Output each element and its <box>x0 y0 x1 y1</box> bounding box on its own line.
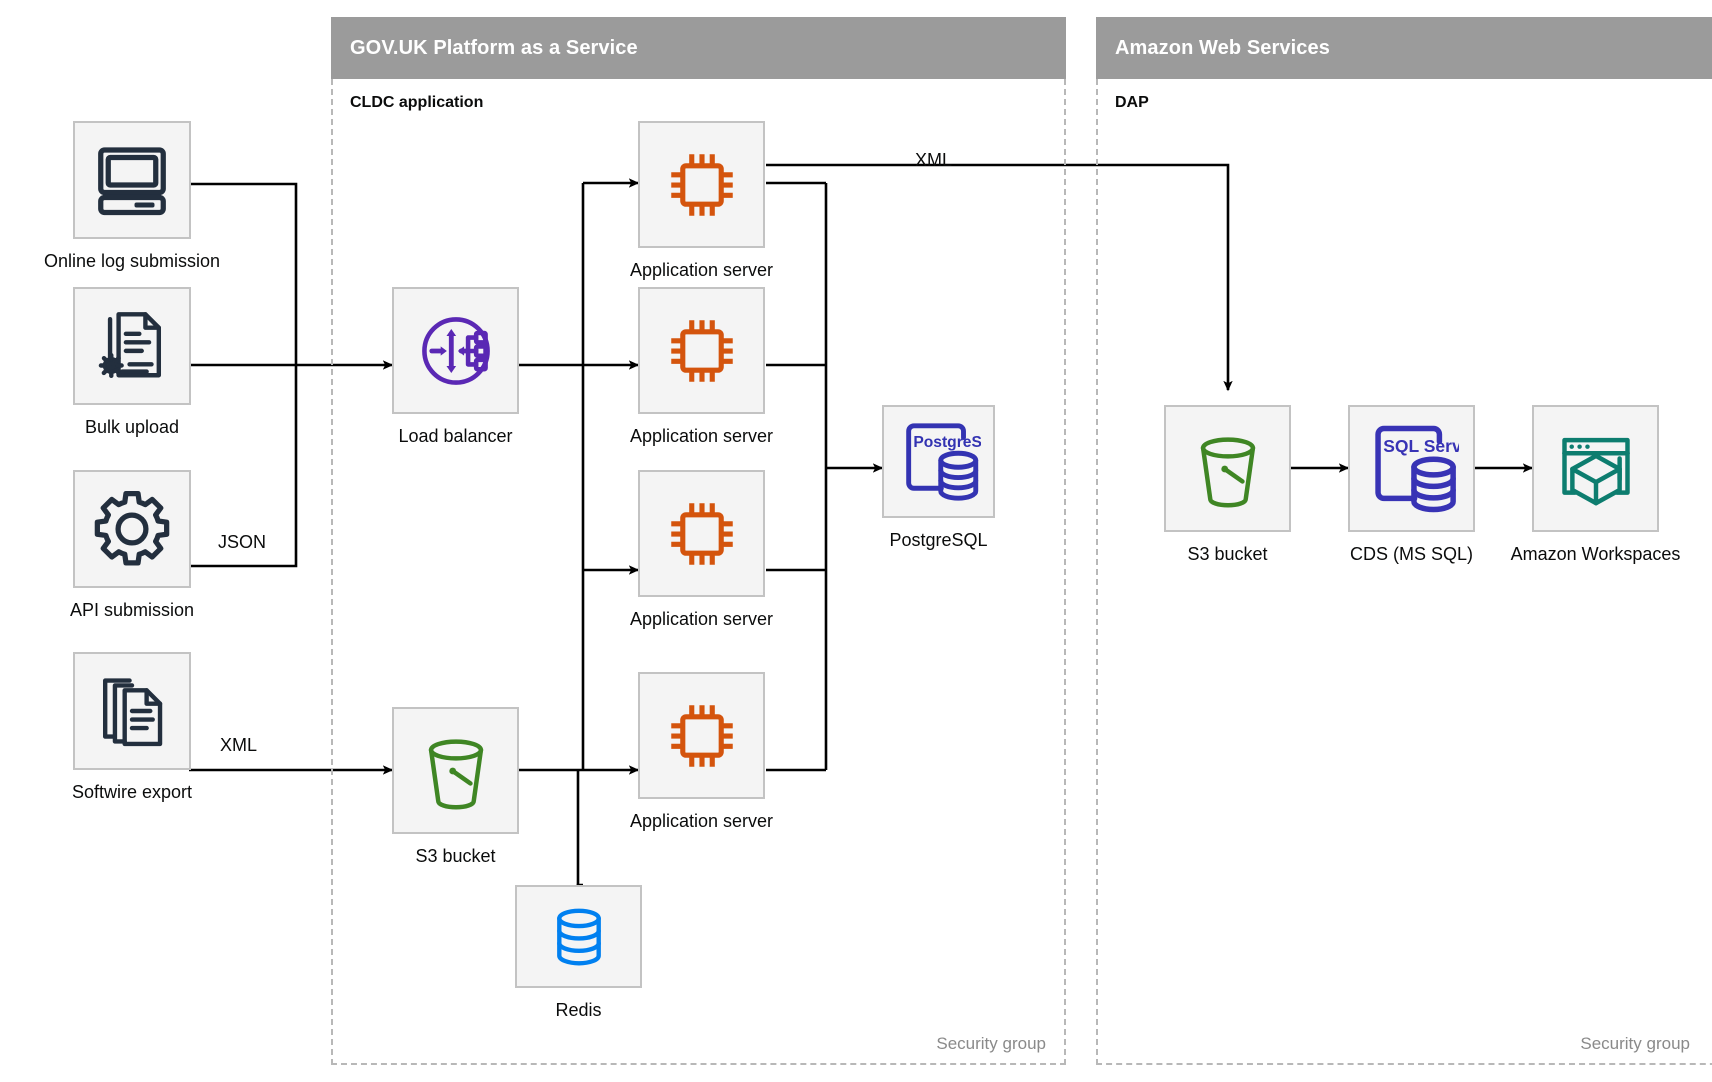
api-submission-caption: API submission <box>69 600 195 620</box>
node-softwire-export[interactable]: Softwire export <box>72 652 192 802</box>
edge-label-json: JSON <box>218 532 267 552</box>
load-balancer-tile <box>392 287 519 414</box>
node-bulk-upload[interactable]: Bulk upload <box>73 287 191 437</box>
redis-caption: Redis <box>555 1000 602 1020</box>
cpu-chip-icon <box>670 153 733 216</box>
softwire-export-tile <box>73 652 191 770</box>
bulk-upload-caption: Bulk upload <box>84 417 180 437</box>
cds-ms-sql-tile: SQL Server <box>1348 405 1475 532</box>
node-s3-bucket-paas[interactable]: S3 bucket <box>392 707 519 866</box>
postgresql-badge-text: PostgreSQL <box>913 433 981 450</box>
group-body-aws <box>1096 79 1712 1065</box>
online-log-submission-caption: Online log submission <box>43 251 221 271</box>
node-cds-ms-sql[interactable]: SQL Server CDS (MS SQL) <box>1348 405 1475 564</box>
app-server-3-tile <box>638 470 765 597</box>
postgresql-tile: PostgreSQL <box>882 405 995 518</box>
gear-icon <box>94 490 170 566</box>
group-body-paas <box>331 79 1066 1065</box>
documents-stack-icon <box>102 678 163 747</box>
load-balancer-icon <box>421 316 490 385</box>
security-group-label-aws: Security group <box>1580 1034 1690 1053</box>
postgresql-database-icon: PostgreSQL <box>905 422 981 501</box>
cpu-chip-icon <box>670 704 733 767</box>
group-header-paas-label: GOV.UK Platform as a Service <box>350 36 638 59</box>
postgresql-caption: PostgreSQL <box>889 530 988 550</box>
node-online-log-submission[interactable]: Online log submission <box>44 121 220 271</box>
bucket-icon <box>1200 436 1255 507</box>
sql-server-badge-text: SQL Server <box>1383 436 1459 456</box>
node-app-server-4[interactable]: Application server <box>630 672 773 831</box>
api-submission-tile <box>73 470 191 588</box>
desktop-computer-icon <box>98 147 166 216</box>
security-group-label-paas: Security group <box>936 1034 1046 1053</box>
s3-bucket-dap-caption: S3 bucket <box>1187 544 1268 564</box>
node-redis[interactable]: Redis <box>515 885 642 1020</box>
node-app-server-2[interactable]: Application server <box>630 287 773 446</box>
online-log-submission-tile <box>73 121 191 239</box>
workspaces-cube-icon <box>1561 437 1630 505</box>
redis-tile <box>515 885 642 988</box>
app-server-4-tile <box>638 672 765 799</box>
sql-server-database-icon: SQL Server <box>1374 425 1459 512</box>
document-gear-icon <box>98 312 162 379</box>
group-header-aws: Amazon Web Services <box>1096 17 1712 79</box>
node-load-balancer[interactable]: Load balancer <box>392 287 519 446</box>
group-sublabel-cldc: CLDC application <box>350 94 484 111</box>
app-server-4-caption: Application server <box>629 811 774 831</box>
app-server-1-tile <box>638 121 765 248</box>
bulk-upload-tile <box>73 287 191 405</box>
bucket-icon <box>428 738 483 809</box>
app-server-3-caption: Application server <box>629 609 774 629</box>
edge-label-xml-softwire: XML <box>220 735 258 755</box>
amazon-workspaces-tile <box>1532 405 1659 532</box>
node-s3-bucket-dap[interactable]: S3 bucket <box>1164 405 1291 564</box>
node-app-server-3[interactable]: Application server <box>630 470 773 629</box>
node-app-server-1[interactable]: Application server <box>630 121 773 280</box>
app-server-1-caption: Application server <box>629 260 774 280</box>
node-amazon-workspaces[interactable]: Amazon Workspaces <box>1511 405 1680 564</box>
s3-bucket-paas-tile <box>392 707 519 834</box>
softwire-export-caption: Softwire export <box>71 782 193 802</box>
group-header-aws-label: Amazon Web Services <box>1115 36 1330 59</box>
amazon-workspaces-caption: Amazon Workspaces <box>1510 544 1681 564</box>
s3-bucket-paas-caption: S3 bucket <box>415 846 496 866</box>
cpu-chip-icon <box>670 319 733 382</box>
group-sublabel-dap: DAP <box>1115 94 1149 111</box>
cpu-chip-icon <box>670 502 733 565</box>
database-cylinder-icon <box>556 908 601 965</box>
app-server-2-caption: Application server <box>629 426 774 446</box>
load-balancer-caption: Load balancer <box>398 426 513 446</box>
group-header-paas: GOV.UK Platform as a Service <box>331 17 1066 79</box>
edge-label-xml-dap: XML <box>915 150 953 170</box>
s3-bucket-dap-tile <box>1164 405 1291 532</box>
cds-ms-sql-caption: CDS (MS SQL) <box>1349 544 1474 564</box>
app-server-2-tile <box>638 287 765 414</box>
node-postgresql[interactable]: PostgreSQL PostgreSQL <box>882 405 995 550</box>
node-api-submission[interactable]: API submission <box>70 470 194 620</box>
